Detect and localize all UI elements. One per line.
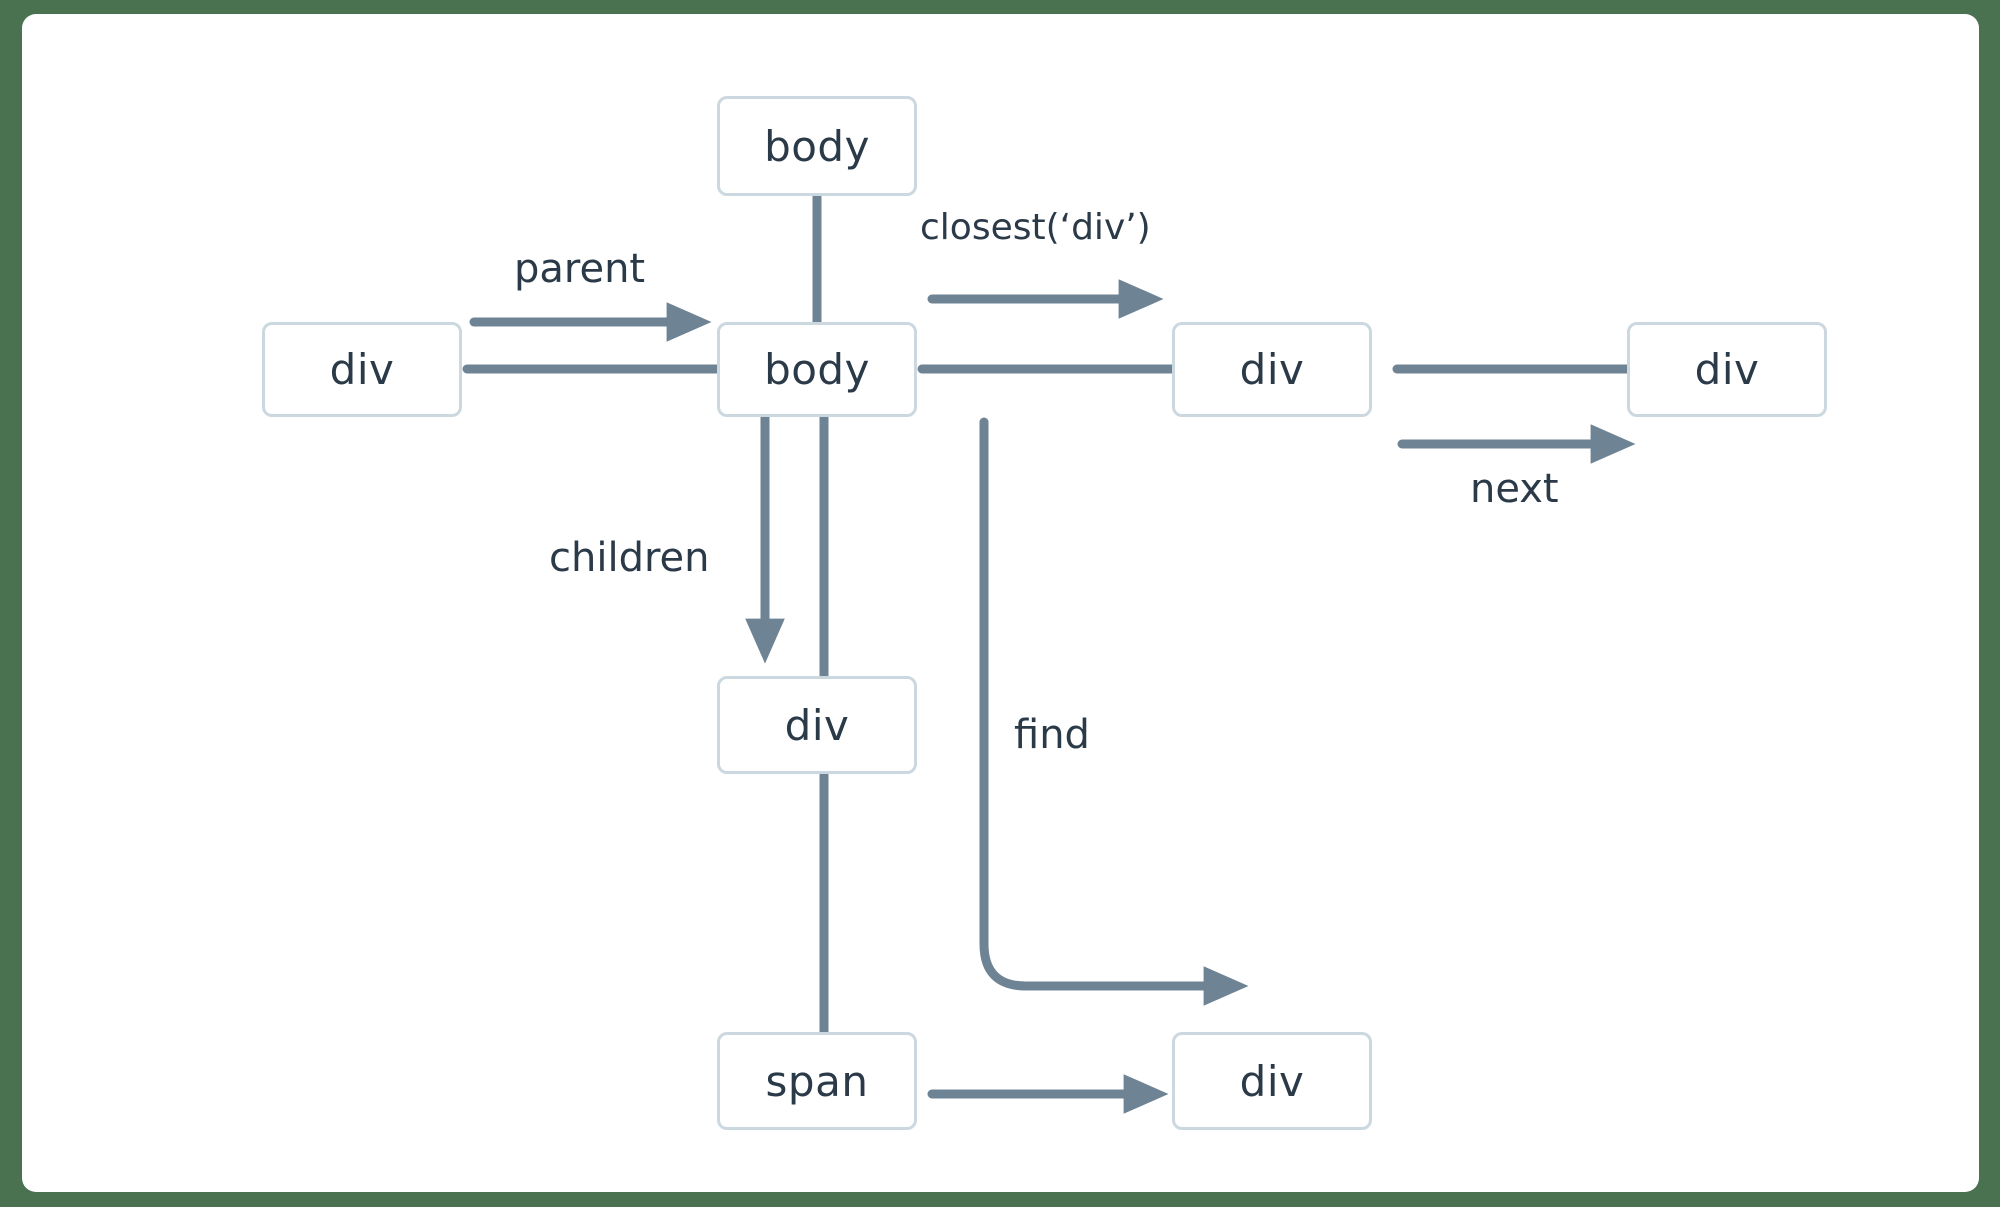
node-div-right[interactable]: div (1172, 322, 1372, 417)
label-closest: closest(‘div’) (920, 207, 1151, 248)
node-div-left[interactable]: div (262, 322, 462, 417)
node-body-center-label: body (764, 345, 870, 394)
node-div-far-right-label: div (1694, 345, 1760, 394)
node-span-bottom-label: span (765, 1056, 869, 1106)
node-div-children-label: div (784, 700, 850, 750)
arrow-find (979, 417, 1249, 1006)
node-body-center[interactable]: body (717, 322, 917, 417)
node-div-children[interactable]: div (717, 676, 917, 774)
label-children: children (549, 535, 710, 581)
node-div-left-label: div (329, 345, 395, 394)
label-find: find (1014, 712, 1090, 758)
label-parent: parent (514, 246, 646, 292)
node-div-bottom-right[interactable]: div (1172, 1032, 1372, 1130)
node-div-far-right[interactable]: div (1627, 322, 1827, 417)
node-span-bottom[interactable]: span (717, 1032, 917, 1130)
diagram-wires (462, 192, 1649, 1114)
diagram-card: body div body div div div span div (22, 14, 1979, 1192)
node-body-top[interactable]: body (717, 96, 917, 196)
label-next: next (1470, 466, 1559, 512)
node-div-bottom-right-label: div (1239, 1056, 1305, 1106)
node-div-right-label: div (1239, 345, 1305, 394)
node-body-top-label: body (764, 121, 870, 171)
diagram-canvas: body div body div div div span div (22, 14, 1979, 1192)
